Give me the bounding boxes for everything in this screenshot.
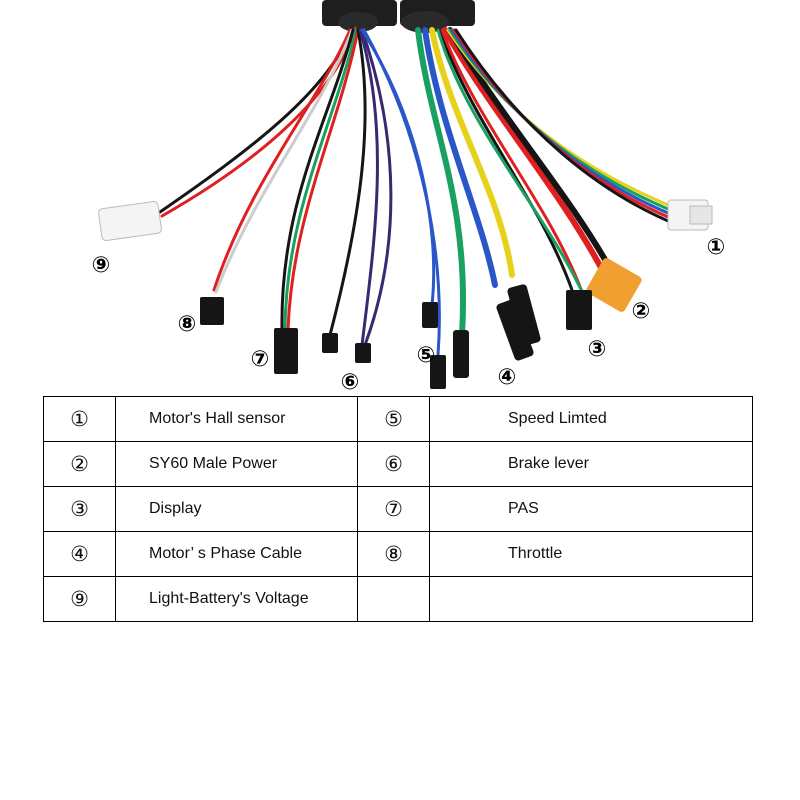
legend-number: ② [43, 441, 116, 487]
controller-glands [322, 0, 475, 33]
wire-bundle [158, 26, 682, 357]
wiring-harness-photo: ① ② ③ ④ ⑤ ⑥ ⑦ ⑧ ⑨ [92, 0, 726, 395]
connector-throttle [200, 297, 224, 325]
legend-label: Motor’ s Phase Cable [115, 531, 358, 577]
legend-row: ② SY60 Male Power ⑥ Brake lever [43, 441, 753, 487]
legend-label: PAS [429, 486, 753, 532]
connector-display [566, 290, 592, 330]
legend-label: Motor's Hall sensor [115, 396, 358, 442]
legend-number: ⑨ [43, 576, 116, 622]
legend-number: ④ [43, 531, 116, 577]
connector-brake-lever [322, 333, 371, 363]
legend-row: ① Motor's Hall sensor ⑤ Speed Limted [43, 396, 753, 442]
legend-number: ⑦ [357, 486, 430, 532]
legend-table: ① Motor's Hall sensor ⑤ Speed Limted ② S… [43, 396, 753, 622]
legend-label: Display [115, 486, 358, 532]
connector-pas [274, 328, 298, 374]
legend-row: ④ Motor’ s Phase Cable ⑧ Throttle [43, 531, 753, 577]
legend-row: ⑨ Light-Battery's Voltage [43, 576, 753, 622]
legend-number: ⑤ [357, 396, 430, 442]
legend-label: Brake lever [429, 441, 753, 487]
callout-9: ⑨ [92, 253, 111, 278]
connector-light-battery [98, 200, 162, 242]
callout-2: ② [632, 299, 651, 324]
connector-phase-cables [453, 284, 541, 378]
legend-row: ③ Display ⑦ PAS [43, 486, 753, 532]
callout-8: ⑧ [178, 312, 197, 337]
connector-speed-limit [422, 302, 446, 389]
legend-number: ① [43, 396, 116, 442]
connector-sy60-power [586, 258, 642, 312]
legend-number: ⑧ [357, 531, 430, 577]
callout-7: ⑦ [251, 347, 270, 372]
callout-1: ① [707, 235, 726, 260]
legend-label: Light-Battery's Voltage [115, 576, 358, 622]
legend-label: SY60 Male Power [115, 441, 358, 487]
legend-label: Throttle [429, 531, 753, 577]
callout-6: ⑥ [341, 370, 360, 395]
legend-number [357, 576, 430, 622]
legend-number: ③ [43, 486, 116, 532]
connector-hall-sensor [667, 199, 713, 231]
callout-3: ③ [588, 337, 607, 362]
callout-4: ④ [498, 365, 517, 390]
legend-number: ⑥ [357, 441, 430, 487]
legend-label: Speed Limted [429, 396, 753, 442]
legend-label [429, 576, 753, 622]
callout-5: ⑤ [417, 343, 436, 368]
